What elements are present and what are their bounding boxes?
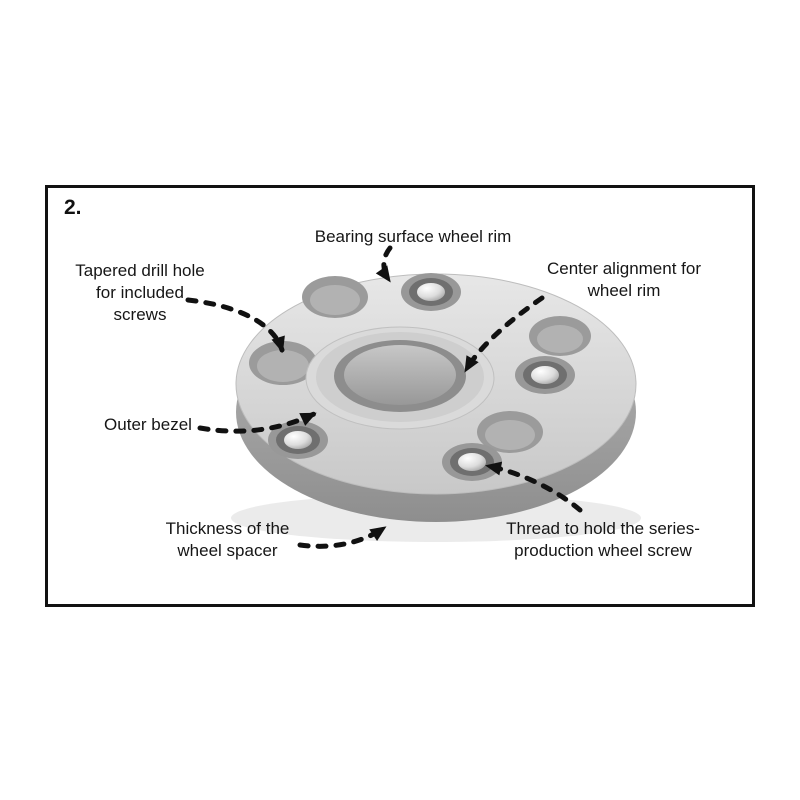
threaded-hole xyxy=(268,421,328,459)
label-line: production wheel screw xyxy=(514,541,692,560)
label-tapered-drill-hole: Tapered drill hole for included screws xyxy=(56,260,224,326)
label-line: wheel rim xyxy=(587,281,661,300)
label-bearing-surface: Bearing surface wheel rim xyxy=(248,226,578,248)
arrow-tapered-drill-hole xyxy=(185,297,285,353)
label-line: Outer bezel xyxy=(104,415,192,434)
tapered-hole xyxy=(302,276,368,318)
tapered-hole xyxy=(477,411,543,453)
label-line: Thickness of the xyxy=(165,519,290,538)
label-outer-bezel: Outer bezel xyxy=(86,414,210,436)
arrow-thickness xyxy=(297,525,387,549)
tapered-hole xyxy=(529,316,591,356)
label-line: for included xyxy=(96,283,184,302)
tapered-hole xyxy=(249,341,317,385)
arrow-bearing-surface xyxy=(375,245,393,283)
label-line: screws xyxy=(113,305,167,324)
label-center-alignment: Center alignment for wheel rim xyxy=(500,258,748,302)
arrow-outer-bezel xyxy=(197,411,317,434)
label-thickness: Thickness of the wheel spacer xyxy=(140,518,315,562)
annotation-arrows xyxy=(185,245,583,549)
threaded-hole xyxy=(401,273,461,311)
label-line: Tapered drill hole xyxy=(75,261,205,280)
threaded-hole xyxy=(515,356,575,394)
wheel-spacer-illustration xyxy=(231,273,641,542)
label-line: Thread to hold the series- xyxy=(506,519,700,538)
label-line: wheel spacer xyxy=(177,541,278,560)
arrow-thread xyxy=(485,461,583,513)
label-line: Center alignment for xyxy=(546,259,702,278)
diagram-frame: 2. Bearing surface wheel rim Tapered dri… xyxy=(45,185,755,607)
center-hub xyxy=(305,326,495,430)
label-thread: Thread to hold the series- production wh… xyxy=(456,518,750,562)
label-line: Bearing surface wheel rim xyxy=(314,227,512,246)
arrow-center-alignment xyxy=(463,295,545,373)
figure-number: 2. xyxy=(64,196,82,219)
